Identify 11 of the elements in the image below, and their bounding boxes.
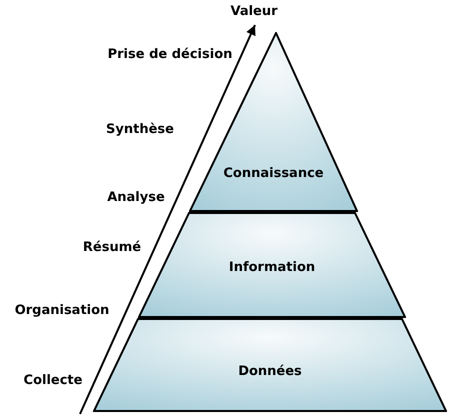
level-label: Connaissance bbox=[223, 166, 324, 182]
pyramid-level bbox=[93, 318, 447, 412]
level-label: Information bbox=[228, 260, 316, 276]
level-label: Données bbox=[238, 364, 302, 380]
step-label: Synthèse bbox=[106, 122, 174, 138]
step-label: Résumé bbox=[82, 240, 142, 256]
step-label: Organisation bbox=[14, 302, 110, 320]
step-label: Analyse bbox=[107, 190, 165, 206]
peak-label: Valeur bbox=[230, 4, 278, 20]
step-label: Collecte bbox=[24, 372, 82, 390]
step-label: Prise de décision bbox=[108, 46, 232, 64]
